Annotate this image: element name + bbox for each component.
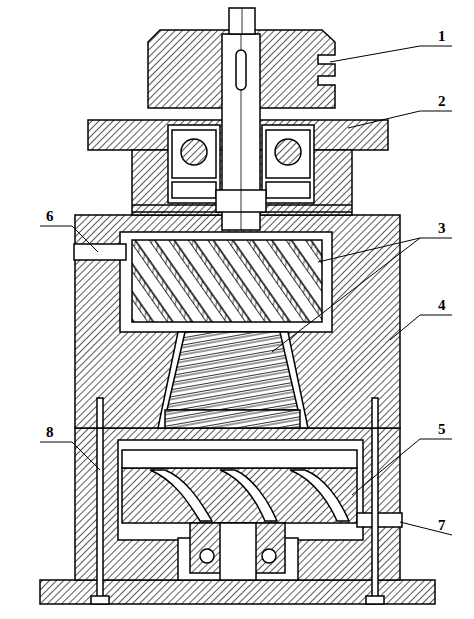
callout-number: 5	[438, 421, 446, 437]
leader-lines	[40, 46, 452, 535]
callout-number: 4	[438, 297, 446, 313]
callout-number: 8	[46, 424, 54, 440]
callout-number: 6	[46, 208, 54, 224]
callout-number: 2	[438, 93, 446, 109]
callout-number: 1	[438, 28, 446, 44]
callout-number: 7	[438, 517, 446, 533]
callout-number: 3	[438, 220, 446, 236]
